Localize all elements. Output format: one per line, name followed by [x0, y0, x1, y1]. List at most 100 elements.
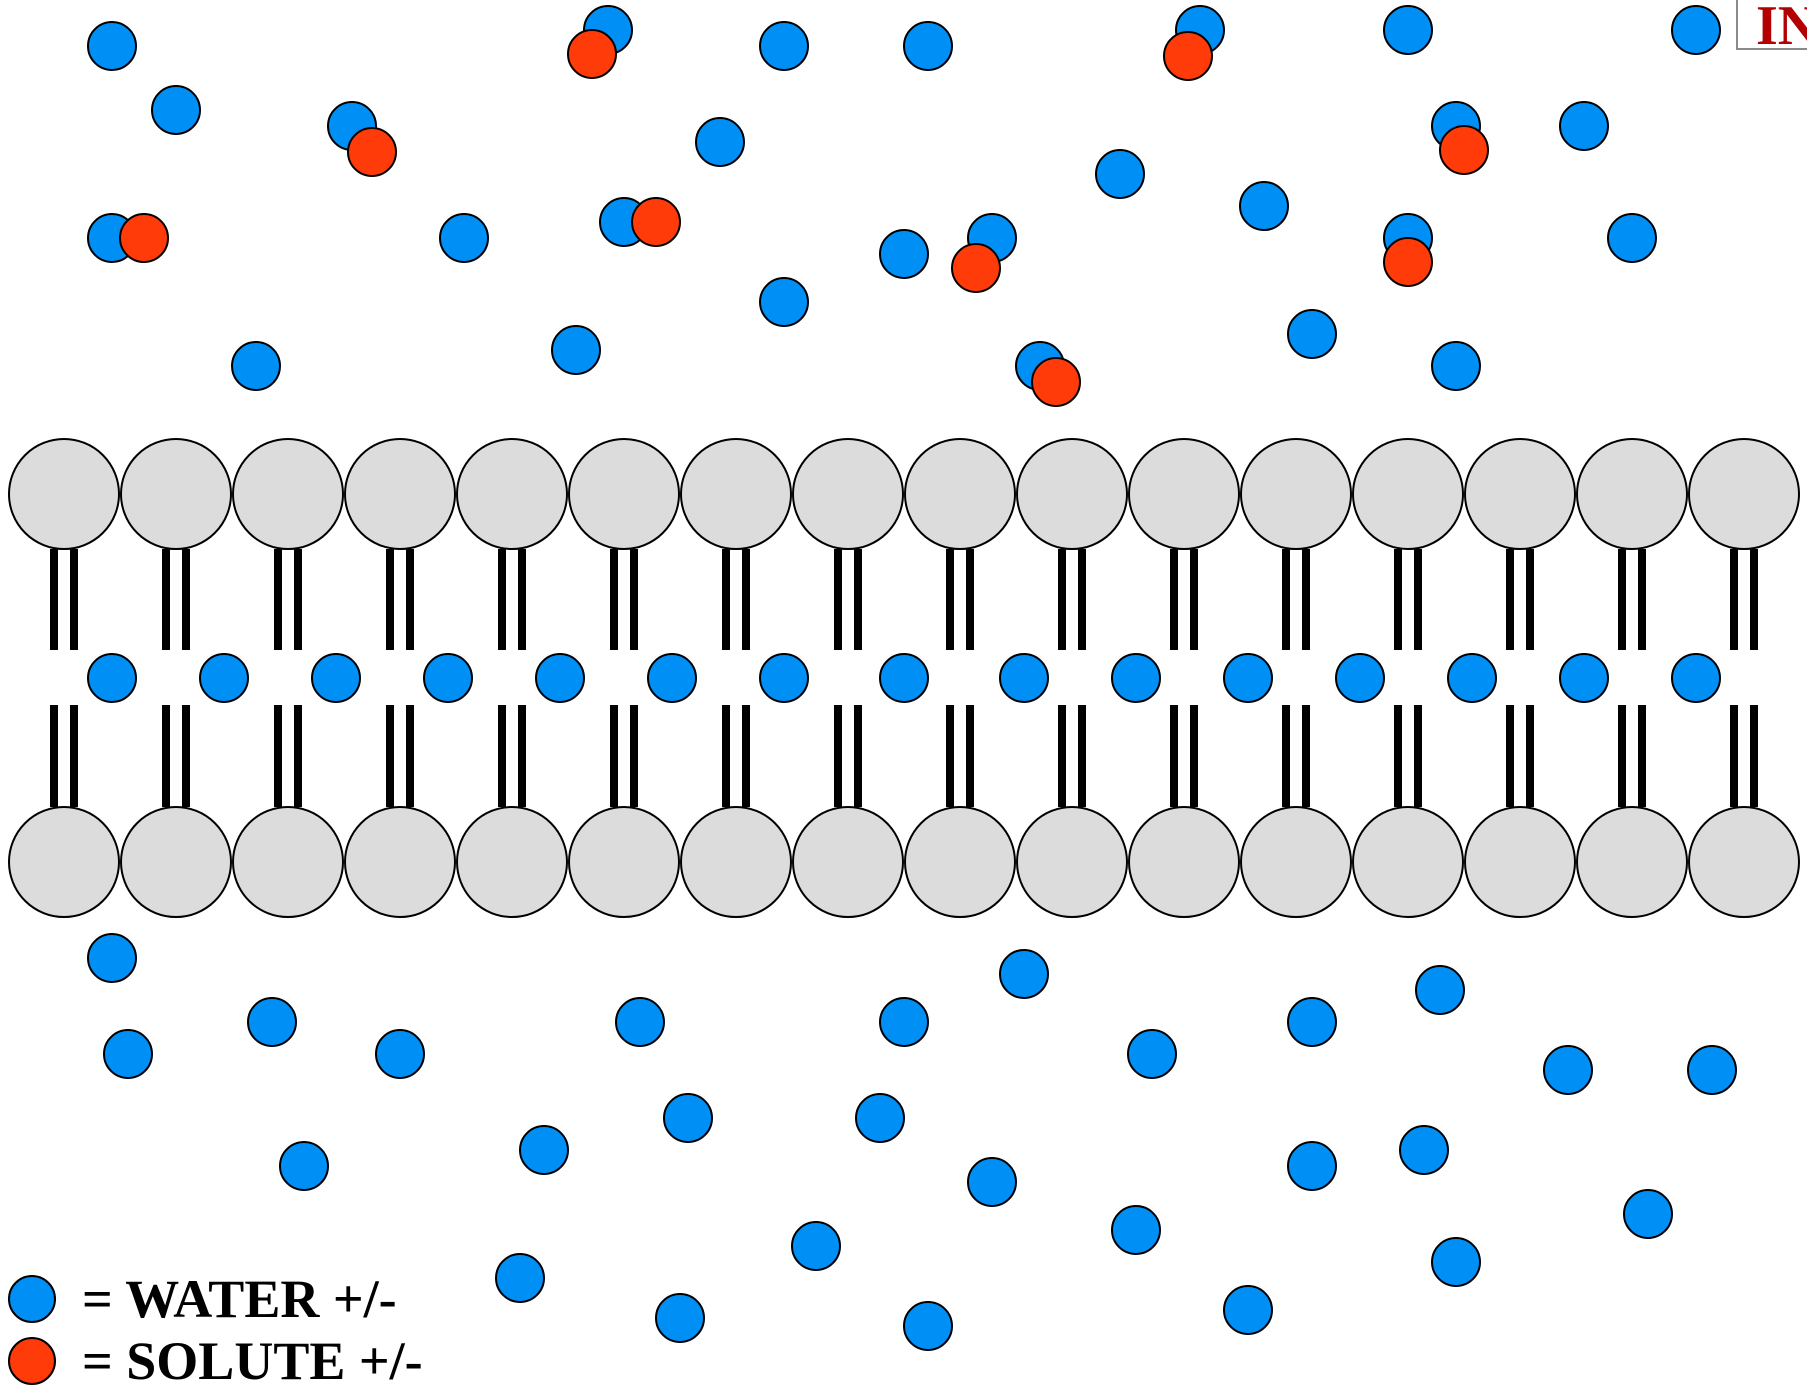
water-molecule — [1240, 182, 1288, 230]
phospholipid-head-top — [681, 439, 791, 549]
water-molecule — [536, 654, 584, 702]
water-molecule — [1448, 654, 1496, 702]
water-molecule — [424, 654, 472, 702]
phospholipid-head-top — [1577, 439, 1687, 549]
phospholipid-head-bottom — [681, 807, 791, 917]
solute-molecule — [1384, 238, 1432, 286]
water-molecule — [1224, 1286, 1272, 1334]
water-molecule — [760, 278, 808, 326]
water-molecule — [904, 22, 952, 70]
phospholipid-head-bottom — [569, 807, 679, 917]
water-molecule — [1224, 654, 1272, 702]
water-molecule — [856, 1094, 904, 1142]
phospholipid-head-bottom — [1241, 807, 1351, 917]
water-molecule — [200, 654, 248, 702]
phospholipid-head-top — [793, 439, 903, 549]
water-molecule — [1560, 654, 1608, 702]
phospholipid-head-bottom — [905, 807, 1015, 917]
corner-tag: IN — [1736, 0, 1807, 50]
water-molecule — [1112, 1206, 1160, 1254]
solute-molecule — [1440, 126, 1488, 174]
solute-molecule — [348, 128, 396, 176]
legend-water: = WATER +/- — [8, 1268, 397, 1330]
water-molecule — [760, 22, 808, 70]
water-molecule — [1288, 998, 1336, 1046]
diagram-canvas — [0, 0, 1807, 1355]
phospholipid-head-top — [569, 439, 679, 549]
phospholipid-head-bottom — [793, 807, 903, 917]
phospholipid-head-bottom — [1577, 807, 1687, 917]
water-molecule — [1672, 654, 1720, 702]
phospholipid-head-top — [233, 439, 343, 549]
water-molecule — [88, 22, 136, 70]
water-molecule — [496, 1254, 544, 1302]
solute-molecule — [632, 198, 680, 246]
corner-tag-label: IN — [1756, 0, 1807, 50]
solute-molecule — [952, 244, 1000, 292]
water-molecule — [1416, 966, 1464, 1014]
solute-molecule — [120, 214, 168, 262]
phospholipid-head-bottom — [1017, 807, 1127, 917]
phospholipid-head-top — [345, 439, 455, 549]
phospholipid-head-bottom — [1353, 807, 1463, 917]
water-molecule — [1384, 6, 1432, 54]
water-molecule — [152, 86, 200, 134]
water-molecule — [1672, 6, 1720, 54]
water-molecule — [880, 654, 928, 702]
water-molecule — [1688, 1046, 1736, 1094]
phospholipid-head-top — [1129, 439, 1239, 549]
solute-molecule-icon — [8, 1337, 56, 1385]
water-molecule — [880, 998, 928, 1046]
phospholipid-head-bottom — [457, 807, 567, 917]
water-molecule — [664, 1094, 712, 1142]
water-molecule — [104, 1030, 152, 1078]
phospholipid-head-bottom — [233, 807, 343, 917]
water-molecule — [1400, 1126, 1448, 1174]
water-molecule — [904, 1302, 952, 1350]
water-molecule — [88, 654, 136, 702]
phospholipid-head-top — [9, 439, 119, 549]
water-molecule — [1096, 150, 1144, 198]
water-molecule — [232, 342, 280, 390]
water-molecule — [1560, 102, 1608, 150]
water-molecule — [1432, 342, 1480, 390]
phospholipid-head-top — [905, 439, 1015, 549]
phospholipid-head-top — [1353, 439, 1463, 549]
water-molecule — [696, 118, 744, 166]
legend-solute: = SOLUTE +/- — [8, 1330, 423, 1392]
channel-water-molecules — [88, 654, 1720, 702]
water-molecule — [1544, 1046, 1592, 1094]
phospholipid-head-top — [1017, 439, 1127, 549]
water-molecule — [1336, 654, 1384, 702]
water-molecule — [880, 230, 928, 278]
phospholipid-head-bottom — [1689, 807, 1799, 917]
phospholipid-head-bottom — [1465, 807, 1575, 917]
solute-molecule — [1032, 358, 1080, 406]
phospholipid-head-bottom — [121, 807, 231, 917]
water-molecule — [648, 654, 696, 702]
phospholipid-head-bottom — [345, 807, 455, 917]
solute-molecule — [568, 30, 616, 78]
phospholipid-head-top — [1465, 439, 1575, 549]
phospholipid-head-top — [121, 439, 231, 549]
phospholipid-head-top — [1689, 439, 1799, 549]
water-molecule — [968, 1158, 1016, 1206]
phospholipid-head-bottom — [9, 807, 119, 917]
water-molecule — [552, 326, 600, 374]
water-molecule — [280, 1142, 328, 1190]
water-molecule — [1000, 950, 1048, 998]
legend-water-label: = WATER +/- — [82, 1268, 397, 1330]
water-molecule — [1288, 1142, 1336, 1190]
phospholipid-head-top — [457, 439, 567, 549]
water-molecule — [248, 998, 296, 1046]
water-molecule — [1432, 1238, 1480, 1286]
water-molecule — [792, 1222, 840, 1270]
legend-solute-label: = SOLUTE +/- — [82, 1330, 423, 1392]
water-molecule-icon — [8, 1275, 56, 1323]
water-molecule — [616, 998, 664, 1046]
upper-region-molecules — [88, 6, 1720, 406]
solute-molecule — [1164, 32, 1212, 80]
water-molecule — [1128, 1030, 1176, 1078]
water-molecule — [760, 654, 808, 702]
water-molecule — [1608, 214, 1656, 262]
